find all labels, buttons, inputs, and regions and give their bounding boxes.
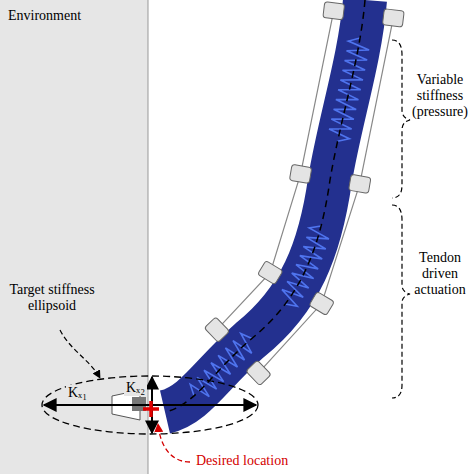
environment-wall (0, 0, 148, 474)
kx2-arrow (151, 377, 153, 405)
ellipsoid-leader (60, 330, 100, 378)
servo-ring (349, 174, 371, 193)
stiffness-label: Variable stiffness (pressure) (409, 72, 471, 120)
target-cross (143, 401, 159, 417)
servo-ring (289, 164, 311, 183)
servo-ring (246, 360, 271, 386)
spring-symbol (190, 333, 252, 396)
kx1-arrow (44, 404, 150, 406)
stiffness-value: Kₓ₂ (124, 380, 147, 396)
arm-centerline (165, 0, 365, 412)
actuation-label: Tendon driven actuation (409, 250, 471, 298)
location-leader (158, 424, 190, 462)
servo-rings (204, 2, 404, 386)
stiffness-ellipsoid (42, 376, 258, 434)
spring-symbol (329, 38, 369, 141)
servo-ring (309, 292, 334, 316)
bracket (392, 205, 410, 398)
stiffness-value: Kₓ₁ (66, 385, 89, 401)
soft-arm (165, 0, 365, 412)
wall-edge (148, 0, 149, 474)
bracket (392, 40, 410, 198)
ellipsoid-label: Target stiffness ellipsoid (4, 282, 100, 314)
servo-ring (382, 9, 404, 27)
spring-symbols (190, 38, 369, 397)
kx1-arrow (150, 404, 256, 406)
environment-label: Environment (8, 8, 118, 24)
servo-ring (258, 261, 283, 285)
servo-ring (204, 317, 229, 343)
location-label: Desired location (194, 453, 290, 469)
servo-ring (323, 2, 345, 20)
